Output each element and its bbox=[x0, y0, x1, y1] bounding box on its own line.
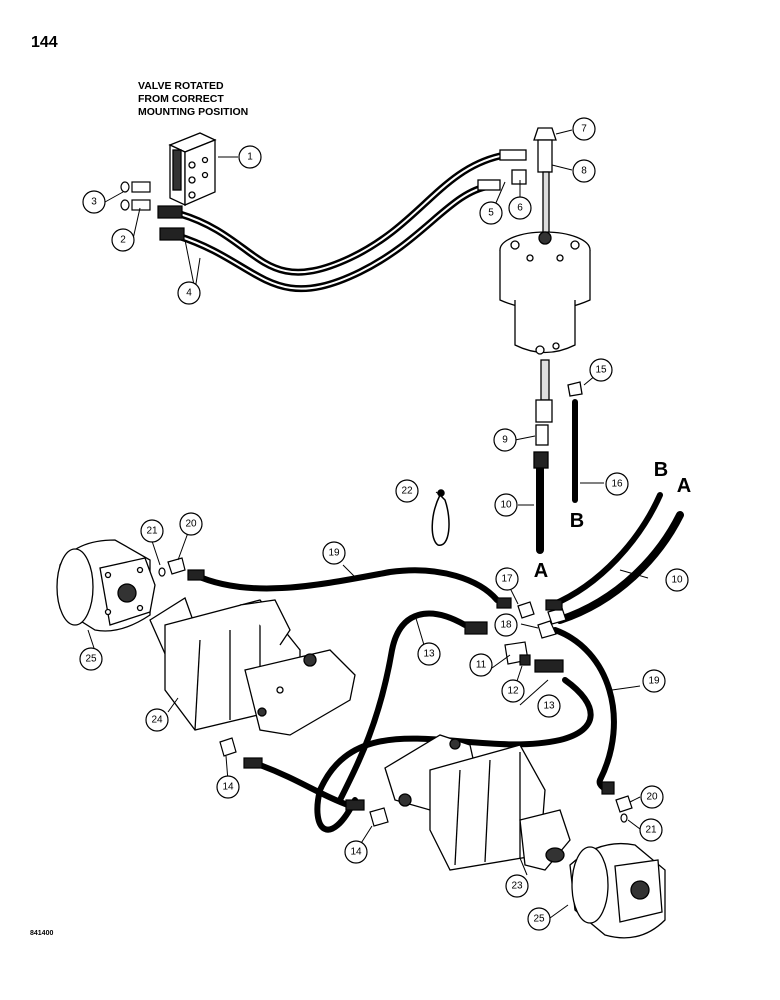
hose-4-lower-core bbox=[177, 185, 491, 290]
callout: 1 bbox=[238, 145, 262, 169]
callout: 9 bbox=[493, 428, 517, 452]
svg-text:23: 23 bbox=[511, 881, 523, 892]
callout: 13 bbox=[537, 694, 561, 718]
pump-23 bbox=[384, 734, 571, 871]
hose-14 bbox=[257, 762, 351, 808]
callout: 23 bbox=[505, 874, 529, 898]
svg-text:14: 14 bbox=[222, 782, 234, 793]
svg-text:19: 19 bbox=[648, 676, 660, 687]
svg-text:2: 2 bbox=[120, 235, 126, 246]
callout: 17 bbox=[495, 567, 519, 591]
fittings-20-21-lower bbox=[601, 781, 633, 823]
svg-text:13: 13 bbox=[543, 701, 555, 712]
page-number: 144 bbox=[31, 34, 58, 51]
callout: 24 bbox=[145, 708, 169, 732]
callout: 2 bbox=[111, 228, 135, 252]
note-line-3: MOUNTING POSITION bbox=[138, 106, 249, 118]
svg-text:11: 11 bbox=[476, 660, 487, 671]
callout: 3 bbox=[82, 190, 106, 214]
svg-text:1: 1 bbox=[247, 152, 253, 163]
adapter-fittings bbox=[120, 181, 185, 241]
label-a-upper: A bbox=[677, 475, 691, 497]
callout: 21 bbox=[140, 519, 164, 543]
svg-text:21: 21 bbox=[146, 526, 158, 537]
svg-text:20: 20 bbox=[646, 792, 658, 803]
callout: 25 bbox=[527, 907, 551, 931]
svg-text:24: 24 bbox=[151, 715, 163, 726]
svg-text:20: 20 bbox=[185, 519, 197, 530]
note-line-1: VALVE ROTATED bbox=[138, 80, 224, 92]
drawing-code: 841400 bbox=[30, 930, 54, 937]
center-fittings bbox=[464, 597, 567, 673]
svg-text:4: 4 bbox=[186, 288, 192, 299]
svg-text:25: 25 bbox=[85, 654, 97, 665]
callout: 6 bbox=[508, 196, 532, 220]
svg-text:9: 9 bbox=[502, 435, 508, 446]
callout: 20 bbox=[640, 785, 664, 809]
callout: 20 bbox=[179, 512, 203, 536]
callout: 15 bbox=[589, 358, 613, 382]
svg-text:25: 25 bbox=[533, 914, 545, 925]
swivel-assembly bbox=[477, 127, 591, 469]
fittings-20-21-upper bbox=[158, 557, 205, 581]
callout: 11 bbox=[469, 653, 493, 677]
callout: 14 bbox=[344, 840, 368, 864]
svg-text:7: 7 bbox=[581, 124, 587, 135]
svg-text:13: 13 bbox=[423, 649, 435, 660]
callout: 12 bbox=[501, 679, 525, 703]
svg-text:8: 8 bbox=[581, 166, 587, 177]
note-line-2: FROM CORRECT bbox=[138, 93, 224, 105]
svg-text:22: 22 bbox=[401, 486, 413, 497]
callouts: 1 2 3 4 5 6 7 8 9 10 10 11 12 13 13 14 1… bbox=[79, 117, 689, 931]
hose-19-lower bbox=[552, 627, 617, 793]
svg-text:14: 14 bbox=[350, 847, 362, 858]
callout: 18 bbox=[494, 613, 518, 637]
callout: 14 bbox=[216, 775, 240, 799]
motor-upper-left bbox=[56, 539, 156, 632]
callout: 16 bbox=[605, 472, 629, 496]
pump-24 bbox=[149, 597, 356, 736]
hose-13-loop bbox=[337, 610, 468, 803]
tie-strap bbox=[431, 489, 450, 546]
svg-text:5: 5 bbox=[488, 208, 494, 219]
hose-13-lower bbox=[314, 677, 594, 833]
hoses bbox=[174, 152, 684, 833]
fittings-14 bbox=[219, 737, 389, 827]
svg-text:3: 3 bbox=[91, 197, 97, 208]
callout: 10 bbox=[494, 493, 518, 517]
svg-text:15: 15 bbox=[595, 365, 607, 376]
svg-text:10: 10 bbox=[671, 575, 683, 586]
callout: 19 bbox=[322, 541, 346, 565]
svg-text:18: 18 bbox=[500, 620, 512, 631]
callout: 10 bbox=[665, 568, 689, 592]
svg-text:19: 19 bbox=[328, 548, 340, 559]
motor-lower-right bbox=[569, 842, 666, 939]
label-a-lower: A bbox=[534, 560, 548, 582]
callout: 7 bbox=[572, 117, 596, 141]
callout: 21 bbox=[639, 818, 663, 842]
hose-4-upper-core bbox=[179, 155, 501, 274]
hose-19-upper bbox=[192, 567, 500, 603]
callout: 8 bbox=[572, 159, 596, 183]
svg-text:17: 17 bbox=[501, 574, 513, 585]
callout: 5 bbox=[479, 201, 503, 225]
svg-text:21: 21 bbox=[645, 825, 657, 836]
callout: 19 bbox=[642, 669, 666, 693]
label-b-upper: B bbox=[654, 459, 668, 481]
svg-text:16: 16 bbox=[611, 479, 623, 490]
callout: 25 bbox=[79, 647, 103, 671]
label-b-lower: B bbox=[570, 510, 584, 532]
hose-16-diagonal bbox=[549, 492, 663, 608]
valve-rotation-note: VALVE ROTATED FROM CORRECT MOUNTING POSI… bbox=[138, 80, 248, 119]
svg-text:12: 12 bbox=[507, 686, 519, 697]
callout: 22 bbox=[395, 479, 419, 503]
valve-block bbox=[168, 132, 217, 207]
svg-text:6: 6 bbox=[517, 203, 523, 214]
callout: 4 bbox=[177, 281, 201, 305]
hose-10-diagonal bbox=[556, 511, 684, 624]
callout: 13 bbox=[417, 642, 441, 666]
svg-text:10: 10 bbox=[500, 500, 512, 511]
